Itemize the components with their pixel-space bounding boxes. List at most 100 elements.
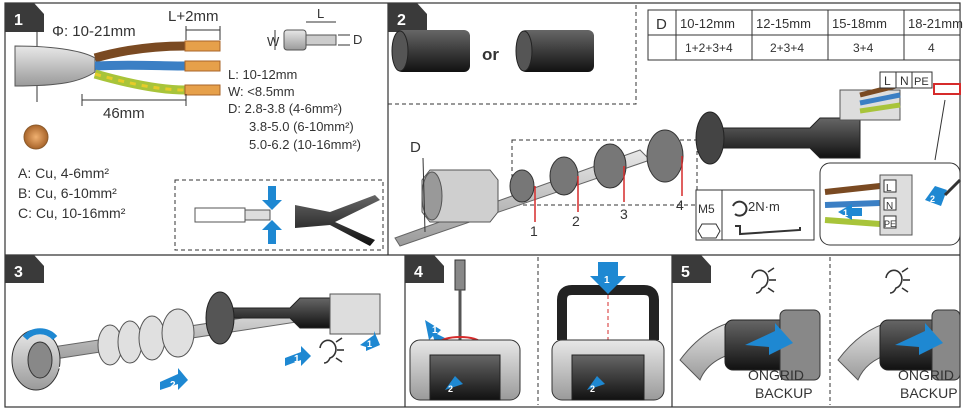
plug-arrow-icon-right <box>895 323 943 355</box>
diameter-range-3: 5.0-6.2 (10-16mm²) <box>249 137 361 152</box>
ongrid-label-right: ONGRID <box>898 367 954 383</box>
lock-arrow-icon <box>445 376 463 390</box>
push-arrow-icon <box>160 368 188 390</box>
table-header-4: 18-21mm <box>908 16 963 31</box>
step4-housing-1 <box>409 339 521 401</box>
svg-text:1: 1 <box>432 325 438 336</box>
step5-plug: ONGRID BACKUP ONGRID BACKUP <box>679 267 961 401</box>
crimp-tool-icon <box>295 195 380 246</box>
svg-text:1: 1 <box>604 275 610 286</box>
cable-nut-option-2 <box>515 30 594 72</box>
table-header-d: D <box>656 16 667 33</box>
wire-tip-2 <box>184 60 221 72</box>
push-arrow-icon-3 <box>360 331 380 351</box>
backup-label-right: BACKUP <box>900 385 958 401</box>
cable-jacket <box>14 45 96 87</box>
torque-rotate-icon <box>732 200 748 217</box>
crimp-arrow-down-icon <box>262 186 282 210</box>
ferrule-w-label: W <box>267 34 280 49</box>
terminal-top-labels: L N PE <box>879 71 961 95</box>
diameter-range-2: 3.8-5.0 (6-10mm²) <box>249 119 354 134</box>
seal-number-3: 3 <box>620 206 628 222</box>
step-badge-5 <box>672 255 711 283</box>
step-number-1: 1 <box>14 12 23 29</box>
step-badges: 1 2 3 4 5 <box>5 3 711 283</box>
wire-tip-1 <box>184 40 221 52</box>
svg-text:2: 2 <box>590 384 595 394</box>
step4-screw: 1 2 1 2 <box>409 259 665 401</box>
plug-arrow-icon-left <box>745 323 793 355</box>
table-cell-3: 3+4 <box>853 41 874 55</box>
torque-spec: M5 2N·m <box>695 189 815 241</box>
cable-nut-option-1 <box>391 30 470 72</box>
jacket-strip-label: 46mm <box>103 105 145 122</box>
or-label: or <box>482 45 499 64</box>
wire-blue <box>94 60 186 71</box>
step3-seals <box>97 308 195 366</box>
width-range: W: <8.5mm <box>228 84 295 99</box>
table-header-3: 15-18mm <box>832 16 887 31</box>
step-number-2: 2 <box>397 12 406 29</box>
seal-rings <box>509 129 684 203</box>
seal-table: D 10-12mm 12-15mm 15-18mm 18-21mm 1+2+3+… <box>647 9 963 61</box>
wire-brown <box>93 41 186 63</box>
backup-label-left: BACKUP <box>755 385 813 401</box>
step-number-5: 5 <box>681 264 690 281</box>
step2-nut <box>421 169 499 223</box>
svg-text:1: 1 <box>367 339 372 349</box>
table-header-1: 10-12mm <box>680 16 735 31</box>
svg-text:L: L <box>884 74 891 88</box>
step2-assembly: or D 10-12mm 12-15mm 15-18mm 18-21mm 1+2… <box>391 9 963 247</box>
press-arrow-icon <box>425 320 449 342</box>
step5-connector-left <box>724 309 821 381</box>
step4-housing-2 <box>551 339 665 401</box>
table-cell-2: 2+3+4 <box>770 41 804 55</box>
wire-tip-3 <box>184 84 221 96</box>
step-badge-2 <box>388 3 427 32</box>
step3-nut <box>11 329 61 391</box>
torque-value: 2N·m <box>748 199 780 214</box>
rotate-arrow-icon <box>22 328 58 341</box>
table-cell-4: 4 <box>928 41 935 55</box>
seal-number-2: 2 <box>572 213 580 229</box>
step1-cable-stripping: Φ: 10-21mm L+2mm 46mm W L D L: 10-12mm W… <box>14 6 380 246</box>
hex-key-icon <box>735 225 801 236</box>
cable-diameter-label: Φ: 10-21mm <box>52 23 136 40</box>
tighten-arrow-icon <box>925 186 947 206</box>
screw-size-label: M5 <box>698 202 715 216</box>
click-sound-icon <box>319 337 344 364</box>
step-badge-1 <box>5 3 44 32</box>
screwdriver-handle <box>454 259 466 291</box>
svg-text:L: L <box>886 183 892 194</box>
ferrule-tube <box>305 34 337 46</box>
svg-text:2: 2 <box>448 384 453 394</box>
step-badge-4 <box>405 255 444 283</box>
copper-core-icon <box>23 124 49 150</box>
svg-text:2: 2 <box>930 194 935 204</box>
step3-connector <box>205 291 331 345</box>
cu-spec-c: C: Cu, 10-16mm² <box>18 205 126 221</box>
step3-terminal-block <box>329 293 381 335</box>
wiring-inset: L N PE 1 2 <box>819 162 962 246</box>
strip-length-label: L+2mm <box>168 8 218 25</box>
table-header-2: 12-15mm <box>756 16 811 31</box>
ferrule-body <box>283 29 307 51</box>
step-badge-3 <box>5 255 44 283</box>
listen-icon-right <box>885 267 910 294</box>
svg-text:N: N <box>886 201 893 212</box>
svg-text:2: 2 <box>170 380 176 391</box>
cu-spec-b: B: Cu, 6-10mm² <box>18 185 117 201</box>
diameter-range-1: D: 2.8-3.8 (4-6mm²) <box>228 101 342 116</box>
step-number-3: 3 <box>14 264 23 281</box>
seal-number-4: 4 <box>676 197 684 213</box>
svg-text:PE: PE <box>914 76 929 88</box>
crimp-arrow-up-icon <box>262 220 282 244</box>
dashed-dividers <box>174 3 831 405</box>
bracket-down-arrow-icon <box>590 262 626 294</box>
step3-assembly: 3 2 1 1 <box>11 291 381 391</box>
ferrule-l-label: L <box>317 6 324 21</box>
crimp-ferrule <box>194 207 246 223</box>
insert-arrow-icon <box>838 204 862 220</box>
